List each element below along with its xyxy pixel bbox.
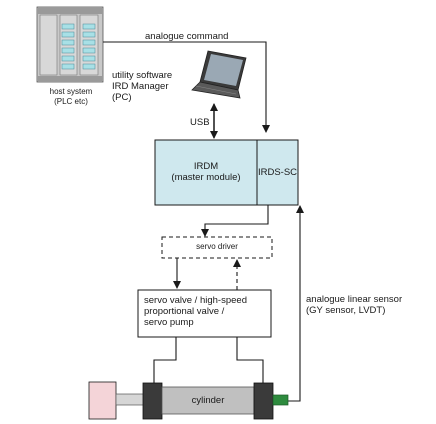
linear-sensor-label-line1: analogue linear sensor <box>306 294 403 305</box>
irdm-label: IRDM (master module) <box>155 161 257 183</box>
cylinder-label: cylinder <box>191 395 225 406</box>
irdm-label-line2: (master module) <box>171 172 241 183</box>
load-block <box>88 381 117 420</box>
utility-label-line1: utility software <box>112 70 173 81</box>
analogue-command-arrow <box>103 41 270 133</box>
irdm-module-box <box>154 139 299 206</box>
servo-valve-label: servo valve / high-speed proportional va… <box>144 295 247 328</box>
servo-valve-label-line2: proportional valve / <box>144 306 225 317</box>
servo-driver-label: servo driver <box>196 242 238 251</box>
sensor-feedback-arrow <box>288 205 304 402</box>
linear-sensor-label: analogue linear sensor (GY sensor, LVDT) <box>306 294 402 316</box>
host-system-label-line1: host system <box>49 87 93 96</box>
usb-label: USB <box>190 117 210 128</box>
servo-driver-box <box>161 236 273 259</box>
host-system-label-line2: (PLC etc) <box>54 96 88 106</box>
servo-valve-label-line3: servo pump <box>144 317 194 328</box>
irdm-label-line1: IRDM <box>193 161 219 172</box>
plc-icon <box>36 6 104 83</box>
utility-label-line3: (PC) <box>112 92 132 103</box>
drive-signal-arrow <box>201 205 269 237</box>
laptop-icon <box>191 50 247 99</box>
irds-sc-label: IRDS-SC <box>257 167 298 178</box>
cylinder-assembly <box>88 381 289 420</box>
sensor-head <box>272 394 289 406</box>
utility-label-line2: IRD Manager <box>112 81 169 92</box>
analogue-command-label: analogue command <box>145 31 229 42</box>
servo-valve-box <box>137 289 272 338</box>
servo-valve-label-line1: servo valve / high-speed <box>144 295 247 306</box>
host-system-label: host system (PLC etc) <box>28 87 114 106</box>
linear-sensor-label-line2: (GY sensor, LVDT) <box>306 305 386 316</box>
utility-software-label: utility software IRD Manager (PC) <box>112 70 172 103</box>
